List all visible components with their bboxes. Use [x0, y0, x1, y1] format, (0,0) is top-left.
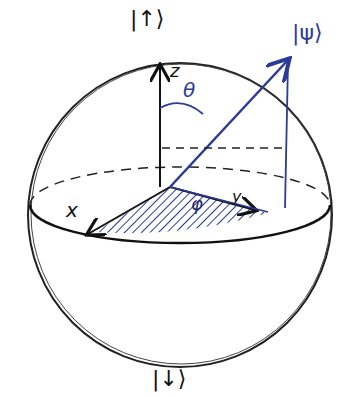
- axis-label: y: [232, 189, 241, 205]
- axis-label: z: [170, 62, 179, 80]
- spin-up-label: |↑⟩: [130, 8, 164, 30]
- axis-label: x: [66, 200, 78, 220]
- state-label: |ψ⟩: [292, 22, 323, 44]
- angle-label: φ: [191, 195, 203, 213]
- angle-label: θ: [183, 80, 195, 100]
- spin-down-label: |↓⟩: [152, 368, 186, 390]
